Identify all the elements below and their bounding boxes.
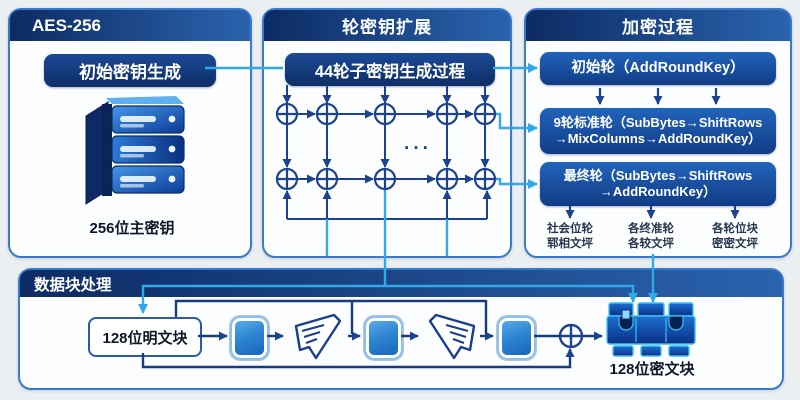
output-label-1: 社会位轮 郓相文坪: [547, 223, 593, 250]
final-round-line2: →AddRoundKey）: [599, 184, 717, 199]
initial-round-label: 初始轮（AddRoundKey）: [571, 60, 745, 77]
panel-key-expansion: 轮密钥扩展 44轮子密钥生成过程: [262, 8, 512, 258]
initial-key-generation-box: 初始密钥生成: [44, 54, 216, 87]
cipher-block-icon: [605, 300, 697, 365]
standard-rounds-line1: 9轮标准轮（SubBytes→ShiftRows: [553, 114, 763, 130]
panel-key-expansion-title: 轮密钥扩展: [264, 10, 510, 41]
initial-round-box: 初始轮（AddRoundKey）: [540, 52, 776, 85]
master-key-caption: 256位主密钥: [89, 220, 175, 237]
output-label-2: 各终准轮 各较文坪: [628, 223, 674, 250]
subkey-generation-box: 44轮子密钥生成过程: [285, 53, 495, 86]
panel-key-generation-title: AES-256: [10, 10, 250, 41]
standard-rounds-line2: →MixColumns→AddRoundKey）: [554, 131, 762, 146]
server-stack-icon: [72, 94, 194, 217]
ellipsis-dots: ···: [404, 138, 432, 159]
substitution-chip-icon: [497, 316, 536, 360]
panel-data-block-title: 数据块处理: [20, 270, 782, 297]
final-round-box: 最终轮（SubBytes→ShiftRows →AddRoundKey）: [540, 162, 776, 206]
substitution-chip-icon: [230, 316, 269, 360]
shift-glyph-mirrored-icon: [422, 310, 482, 367]
plaintext-block-box: 128位明文块: [88, 317, 202, 357]
substitution-chip-icon: [364, 316, 403, 360]
shift-glyph-icon: [288, 310, 348, 367]
standard-rounds-box: 9轮标准轮（SubBytes→ShiftRows →MixColumns→Add…: [540, 108, 776, 154]
panel-encryption-title: 加密过程: [526, 10, 790, 41]
panel-key-generation: AES-256 初始密钥生成: [8, 8, 252, 258]
final-round-line1: 最终轮（SubBytes→ShiftRows: [563, 167, 753, 183]
ciphertext-block-caption: 128位密文块: [609, 361, 695, 378]
output-label-3: 各轮位块 密密文坪: [712, 223, 758, 250]
